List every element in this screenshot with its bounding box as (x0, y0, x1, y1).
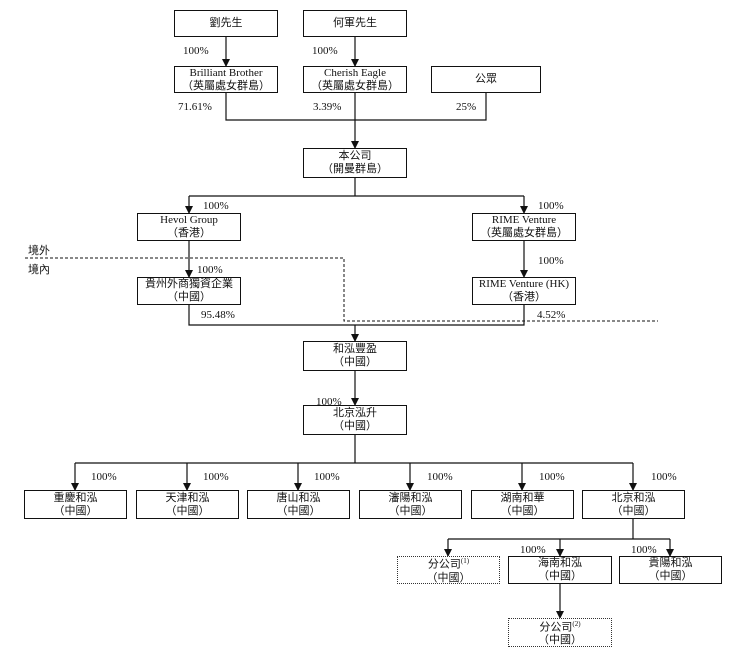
entity-name: 和泓豐盈 (333, 343, 377, 355)
entity-jurisdiction: （英屬處女群島） (480, 227, 568, 239)
entity-name: 湖南和華 (500, 491, 545, 504)
entity-name: 唐山和泓 (276, 491, 321, 504)
entity-jurisdiction: （開曼群島） (322, 163, 388, 175)
entity-guizhou: 貴州外商獨資企業 （中國） (137, 277, 241, 305)
pct-hefeng-bjhs: 100% (316, 396, 342, 408)
pct-rime-rimehk: 100% (538, 255, 564, 267)
pct-rimehk-hefeng: 4.52% (537, 309, 566, 321)
pct-bjhh-guiyang: 100% (631, 544, 657, 556)
entity-name: 分公司(1) (427, 557, 470, 571)
entity-name: Brilliant Brother (189, 66, 263, 79)
pct-he-cherish: 100% (312, 45, 338, 57)
entity-name: RIME Venture (HK) (478, 278, 570, 290)
entity-jurisdiction: （中國） (333, 420, 377, 432)
entity-name: 劉先生 (209, 17, 243, 29)
entity-name: 分公司(2) (539, 619, 581, 634)
entity-jurisdiction: （中國） (276, 504, 321, 517)
offshore-label: 境外 (28, 245, 50, 257)
pct-company-hevol: 100% (203, 200, 229, 212)
pct-cherish-company: 3.39% (313, 101, 342, 113)
entity-rimehk: RIME Venture (HK) （香港） (472, 277, 576, 305)
edge-merge-company (225, 93, 487, 121)
onshore-label: 境內 (28, 264, 50, 276)
entity-jurisdiction: （中國） (167, 291, 211, 303)
entity-name: 貴陽和泓 (648, 557, 693, 569)
entity-branch-2: 分公司(2) （中國） (508, 618, 612, 647)
entity-he: 何軍先生 (303, 10, 407, 37)
entity-hefeng: 和泓豐盈 （中國） (303, 341, 407, 371)
entity-ts: 唐山和泓 （中國） (247, 490, 350, 519)
entity-name: 重慶和泓 (53, 491, 98, 504)
entity-jurisdiction: （英屬處女群島） (311, 79, 399, 92)
pct-bjhs-cq: 100% (91, 471, 117, 483)
pct-bjhs-tj: 100% (203, 471, 229, 483)
entity-name: 海南和泓 (538, 557, 582, 569)
pct-brilliant-company: 71.61% (178, 101, 212, 113)
entity-py: 瀋陽和泓 （中國） (359, 490, 462, 519)
entity-cherish: Cherish Eagle （英屬處女群島） (303, 66, 407, 93)
pct-bjhh-hainan: 100% (520, 544, 546, 556)
entity-jurisdiction: （中國） (538, 570, 582, 582)
entity-liu: 劉先生 (174, 10, 278, 37)
entity-tj: 天津和泓 （中國） (136, 490, 239, 519)
entity-name: 貴州外商獨資企業 (145, 278, 233, 290)
entity-hn: 湖南和華 （中國） (471, 490, 574, 519)
entity-name: 瀋陽和泓 (388, 491, 433, 504)
pct-bjhs-py: 100% (427, 471, 453, 483)
pct-bjhs-ts: 100% (314, 471, 340, 483)
entity-bjhh: 北京和泓 （中國） (582, 490, 685, 519)
entity-name: 何軍先生 (333, 17, 377, 29)
pct-bjhs-bjhh: 100% (651, 471, 677, 483)
entity-name: 天津和泓 (165, 491, 210, 504)
pct-public-company: 25% (456, 101, 477, 113)
entity-company: 本公司 （開曼群島） (303, 148, 407, 178)
entity-jurisdiction: （中國） (500, 504, 545, 517)
entity-rime: RIME Venture （英屬處女群島） (472, 213, 576, 241)
entity-name: 本公司 (338, 150, 372, 162)
entity-jurisdiction: （中國） (648, 570, 693, 582)
pct-company-rime: 100% (538, 200, 564, 212)
entity-name: 北京泓升 (333, 407, 377, 419)
entity-jurisdiction: （香港） (502, 291, 546, 303)
entity-guiyang: 貴陽和泓 （中國） (619, 556, 722, 584)
entity-jurisdiction: （英屬處女群島） (182, 79, 270, 92)
entity-jurisdiction: （中國） (333, 356, 377, 368)
pct-guizhou-hefeng: 95.48% (201, 309, 235, 321)
offshore-onshore-boundary (25, 257, 658, 322)
pct-hevol-guizhou: 100% (197, 264, 223, 276)
entity-branch-1: 分公司(1) （中國） (397, 556, 500, 584)
entity-brilliant: Brilliant Brother （英屬處女群島） (174, 66, 278, 93)
entity-jurisdiction: （中國） (388, 504, 433, 517)
pct-bjhs-hn: 100% (539, 471, 565, 483)
entity-jurisdiction: （中國） (538, 634, 582, 647)
entity-jurisdiction: （中國） (165, 504, 210, 517)
entity-jurisdiction: （中國） (53, 504, 98, 517)
entity-name: Hevol Group (160, 214, 218, 226)
footnote-marker: (1) (460, 557, 470, 566)
footnote-marker: (2) (572, 619, 581, 628)
entity-jurisdiction: （中國） (611, 504, 656, 517)
entity-name: 公眾 (475, 73, 497, 85)
entity-cq: 重慶和泓 （中國） (24, 490, 127, 519)
entity-jurisdiction: （中國） (426, 571, 471, 584)
entity-name: 北京和泓 (611, 491, 656, 504)
entity-hevol: Hevol Group （香港） (137, 213, 241, 241)
entity-public: 公眾 (431, 66, 541, 93)
entity-hainan: 海南和泓 （中國） (508, 556, 612, 584)
entity-name: Cherish Eagle (323, 66, 386, 79)
entity-name: RIME Venture (491, 214, 557, 226)
entity-bjhs: 北京泓升 （中國） (303, 405, 407, 435)
entity-jurisdiction: （香港） (167, 227, 211, 239)
pct-liu-brilliant: 100% (183, 45, 209, 57)
